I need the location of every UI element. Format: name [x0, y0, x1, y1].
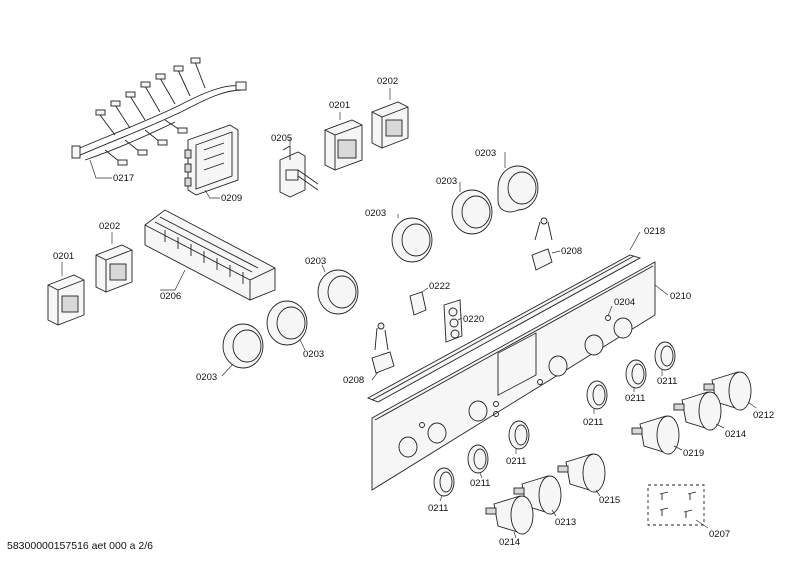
label-0202-top: 0202	[377, 76, 398, 87]
document-id-footer: 58300000157516 aet 000 a 2/6	[7, 540, 153, 552]
label-0203-f: 0203	[196, 372, 217, 383]
knob-holder-b	[451, 182, 493, 235]
control-knob-0214-right	[673, 391, 725, 431]
label-0203-c: 0203	[365, 208, 386, 219]
trim-ring-c	[586, 380, 608, 414]
label-0215: 0215	[599, 495, 620, 506]
label-0201-left: 0201	[53, 251, 74, 262]
label-0211-c: 0211	[583, 417, 603, 428]
knob-holder-e	[266, 300, 308, 351]
knob-holder-c	[391, 214, 433, 263]
label-0203-b: 0203	[436, 176, 457, 187]
label-0209: 0209	[221, 193, 242, 204]
label-0212: 0212	[753, 410, 774, 421]
label-0214-left: 0214	[499, 537, 520, 548]
label-0210: 0210	[670, 291, 691, 302]
label-0211-f: 0211	[428, 503, 448, 514]
label-0211-d: 0211	[506, 456, 526, 467]
label-0201-top: 0201	[329, 100, 350, 111]
knob-holder-d	[317, 264, 359, 315]
label-0218: 0218	[644, 226, 665, 237]
control-knob-0215	[557, 453, 606, 497]
trim-ring-f	[433, 467, 455, 502]
label-0211-e: 0211	[470, 478, 490, 489]
label-0211-b: 0211	[625, 393, 645, 404]
knob-holder-a	[497, 152, 539, 213]
sensor-right	[531, 217, 561, 271]
label-0207: 0207	[709, 529, 730, 540]
knob-holder-f	[221, 323, 264, 377]
label-0202-left: 0202	[99, 221, 120, 232]
label-0203-a: 0203	[475, 148, 496, 159]
relay-top	[324, 112, 363, 171]
terminal-block	[144, 209, 276, 301]
trim-ring-e	[467, 444, 489, 479]
control-knob-0214-left	[485, 495, 534, 539]
indicator-cover	[443, 299, 463, 343]
screw-set	[647, 484, 709, 529]
label-0205: 0205	[271, 133, 292, 144]
trim-strip	[366, 231, 642, 403]
label-0219: 0219	[683, 448, 704, 459]
control-knob-0212	[703, 371, 757, 411]
label-0208-right: 0208	[561, 246, 582, 257]
label-0208-left: 0208	[343, 375, 364, 386]
wire-harness	[71, 57, 247, 179]
trim-ring-b	[625, 359, 647, 392]
relay-small	[95, 232, 133, 293]
timer-module	[184, 124, 239, 199]
trim-ring-d	[508, 420, 530, 454]
rotary-switch	[279, 138, 319, 198]
label-0206: 0206	[160, 291, 181, 302]
label-0211-a: 0211	[657, 376, 677, 387]
trim-ring-a	[654, 341, 676, 376]
bracket	[409, 287, 429, 316]
label-0220: 0220	[463, 314, 484, 325]
relay-right	[371, 88, 409, 149]
label-0203-d: 0203	[305, 256, 326, 267]
label-0204: 0204	[614, 297, 635, 308]
label-0203-e: 0203	[303, 349, 324, 360]
label-0217: 0217	[113, 173, 134, 184]
label-0214-right: 0214	[725, 429, 746, 440]
control-panel	[371, 261, 669, 491]
control-knob-0219	[631, 415, 683, 455]
label-0213: 0213	[555, 517, 576, 528]
relay-left	[47, 262, 85, 326]
sensor-left	[371, 322, 395, 381]
label-0222: 0222	[429, 281, 450, 292]
